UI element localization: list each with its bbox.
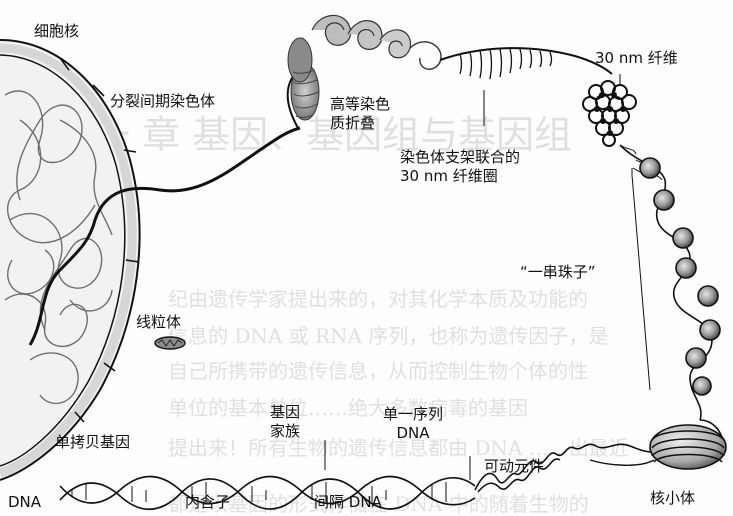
label-interphase-chromosome: 分裂间期染色体 xyxy=(110,92,215,111)
label-gene-family: 基因 家族 xyxy=(270,403,300,441)
beads-on-string xyxy=(620,145,720,420)
label-nucleus: 细胞核 xyxy=(34,22,79,41)
label-unique-sequence-line1: 单一序列 xyxy=(383,405,443,424)
label-fiber-30nm: 30 nm 纤维 xyxy=(595,49,678,68)
label-dna: DNA xyxy=(8,493,41,512)
fiber-30nm xyxy=(583,81,636,146)
label-single-copy-gene: 单拷贝基因 xyxy=(55,433,130,452)
label-unique-sequence-dna: 单一序列 DNA xyxy=(383,405,443,443)
label-scaffold-loops: 染色体支架联合的 30 nm 纤维圈 xyxy=(400,148,520,186)
label-beads-on-string: “一串珠子” xyxy=(520,263,596,282)
label-transposable-element: 可动元件 xyxy=(484,457,544,476)
label-unique-sequence-line2: DNA xyxy=(383,424,443,443)
label-higher-order-folding: 高等染色 质折叠 xyxy=(330,95,390,133)
label-spacer-dna: 间隔 DNA xyxy=(314,493,382,512)
label-gene-family-line2: 家族 xyxy=(270,422,300,441)
label-higher-order-folding-line2: 质折叠 xyxy=(330,114,390,133)
mitochondrion xyxy=(155,337,185,349)
label-scaffold-loops-line1: 染色体支架联合的 xyxy=(400,148,520,167)
scaffold-loops xyxy=(440,48,612,126)
nucleosome xyxy=(590,420,726,469)
label-intron: 内含子 xyxy=(185,493,230,512)
label-nucleosome: 核小体 xyxy=(650,489,695,508)
label-mitochondrion: 线粒体 xyxy=(136,313,181,332)
label-gene-family-line1: 基因 xyxy=(270,403,300,422)
label-scaffold-loops-line2: 30 nm 纤维圈 xyxy=(400,167,520,186)
label-higher-order-folding-line1: 高等染色 xyxy=(330,95,390,114)
